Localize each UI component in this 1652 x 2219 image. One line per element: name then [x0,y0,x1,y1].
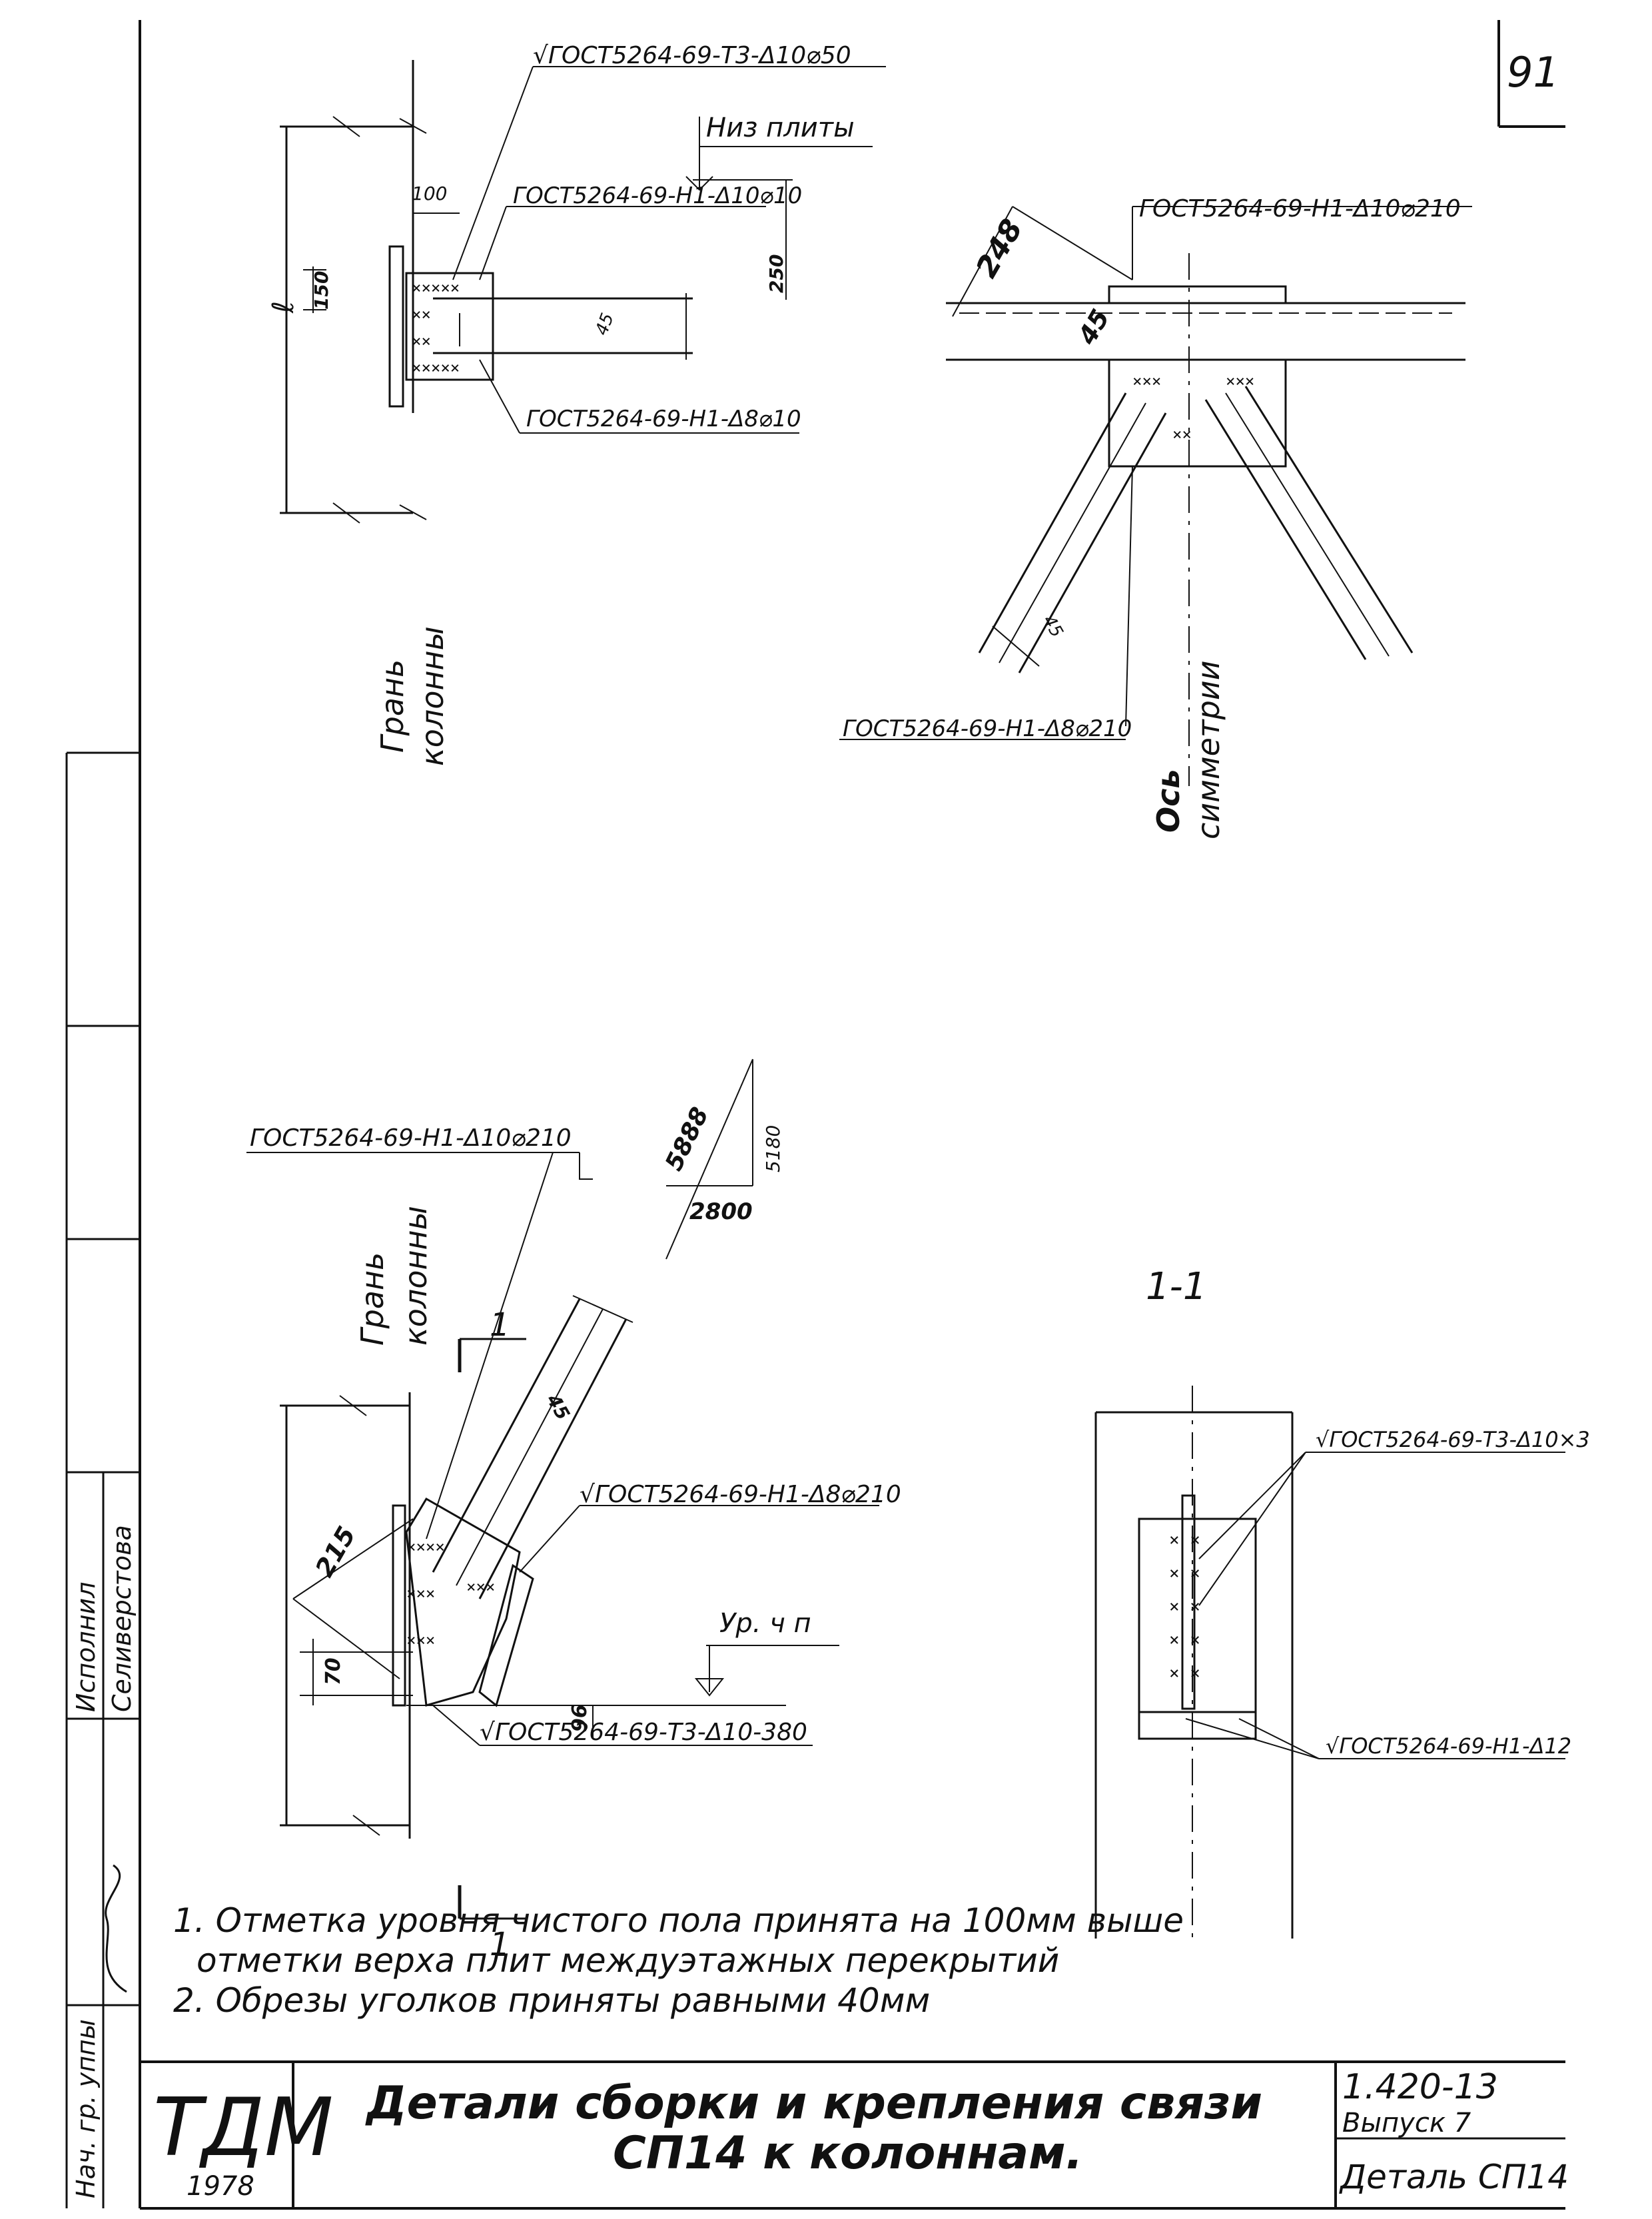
tr-weld-crosses-l: ××× [1132,372,1161,390]
tb-issue: Выпуск 7 [1342,2108,1471,2138]
tl-weld-bottom: ГОСТ5264-69-Н1-Δ8⌀10 [526,406,801,432]
s11-weld-top: √ГОСТ5264-69-Т3-Δ10×3 [1316,1427,1590,1452]
stamp-role2: Исполнил [71,1581,101,1712]
tr-weld-top: ГОСТ5264-69-Н1-Δ10⌀210 [1139,195,1461,222]
tr-weld-bottom: ГОСТ5264-69-Н1-Δ8⌀210 [843,715,1132,742]
tl-weld-mid: ГОСТ5264-69-Н1-Δ10⌀10 [513,183,802,209]
bl-slope-v: 5180 [762,1125,784,1172]
tr-weld-crosses-c: ×× [1172,425,1192,444]
notes: 1. Отметка уровня чистого пола принята н… [173,1901,1184,2020]
bl-face-line2: колонны [398,1206,434,1346]
tr-dim-45b: 45 [1038,612,1067,642]
s11-weld-bottom: √ГОСТ5264-69-Н1-Δ12 [1326,1733,1571,1759]
stamp-role1: Нач. гр. уппы [71,2019,101,2198]
section-1-1: × × × × × × × × × × [1094,1386,1565,1945]
s11-weld-crosses-2: × × [1169,1563,1200,1583]
bl-face-line1: Грань [354,1252,390,1346]
tr-dim-45a: 45 [1072,304,1115,350]
tl-face-line1: Грань [374,660,410,753]
tr-axis-line2: симметрии [1190,660,1226,839]
s11-title: 1-1 [1146,1265,1206,1308]
side-stamp: Нач. гр. уппы Исполнил Селиверстова [71,1525,137,2198]
tb-org: ТДМ [153,2082,334,2174]
tl-dim-150: 150 [310,271,332,310]
bl-floor-level: Ур. ч п [719,1608,811,1639]
bl-weld-top: ГОСТ5264-69-Н1-Δ10⌀210 [250,1124,572,1152]
bl-weld-mid: √ГОСТ5264-69-Н1-Δ8⌀210 [580,1481,901,1508]
tl-dim-100: 100 [412,183,447,205]
bl-weld-crosses-1: ×××× [406,1538,445,1556]
tl-dim-45: 45 [592,310,618,338]
stamp-name: Селиверстова [107,1525,137,1712]
bl-weld-crosses-2: ××× [406,1584,435,1603]
bl-section-mark-top: 1 [490,1306,510,1344]
s11-weld-crosses-5: × × [1169,1663,1200,1683]
bl-weld-crosses-4: ××× [466,1577,495,1596]
tl-face-line2: колонны [414,626,450,766]
note-1-cont: отметки верха плит междуэтажных перекрыт… [197,1941,1059,1980]
bl-dim-96: 96 [568,1704,592,1732]
sheet-number: 91 [1507,48,1559,97]
tb-detail: Деталь СП14 [1339,2158,1569,2196]
tb-title-line2: СП14 к колоннам. [613,2127,1083,2180]
bl-weld-crosses-3: ××× [406,1631,435,1649]
tr-dim-248: 248 [969,213,1029,283]
tr-axis-line1: Ось [1150,769,1186,833]
note-1: 1. Отметка уровня чистого пола принята н… [173,1901,1184,1940]
weld-crosses-2: ×× [412,305,431,324]
tl-dim-250: 250 [765,254,787,293]
tl-weld-top: √ГОСТ5264-69-Т3-Δ10⌀50 [533,42,851,69]
note-2: 2. Обрезы уголков приняты равными 40мм [173,1981,930,2020]
tb-doc-code: 1.420-13 [1342,2067,1498,2107]
title-block [140,2060,1565,2208]
weld-crosses-4: ××××× [412,358,460,377]
tr-weld-crosses-r: ××× [1226,372,1254,390]
sheet-frame [65,20,1565,2210]
signature [105,1864,127,1993]
s11-weld-crosses-1: × × [1169,1530,1200,1550]
detail-top-left: ××××× ×× ×× ××××× [280,60,886,524]
tb-year: 1978 [187,2171,254,2202]
bl-weld-bottom: √ГОСТ5264-69-Т3-Δ10-380 [480,1719,807,1746]
bl-slope-h: 2800 [689,1198,753,1225]
s11-weld-crosses-3: × × [1169,1597,1200,1617]
bl-dim-70: 70 [322,1657,345,1685]
weld-crosses-1: ××××× [412,278,460,297]
detail-top-right: ××× ××× ×× [839,206,1472,786]
weld-crosses-3: ×× [412,332,431,350]
s11-weld-crosses-4: × × [1169,1630,1200,1650]
tb-title-line1: Детали сборки и крепления связи [365,2077,1262,2130]
bl-dim-215: 215 [310,1522,362,1582]
detail-bottom-left: ×××× ××× ××× ××× [246,1059,879,1920]
tl-level-label: Низ плиты [706,113,855,143]
tl-dim-l: ℓ [266,301,300,314]
bl-dim-45: 45 [542,1390,574,1424]
bl-slope-hyp: 5888 [660,1103,714,1175]
bl-section-mark-bottom: 1 [490,1926,510,1963]
